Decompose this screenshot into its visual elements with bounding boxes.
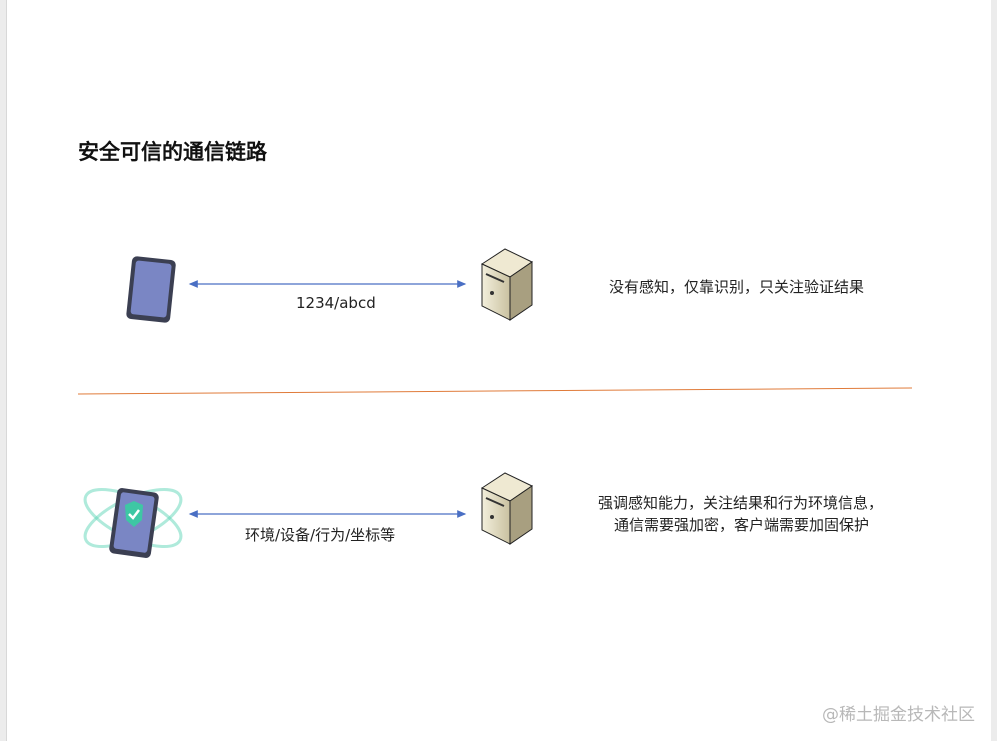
page-title: 安全可信的通信链路	[78, 139, 267, 164]
top-link-label: 1234/abcd	[296, 294, 376, 312]
phone-icon	[126, 256, 176, 323]
server-icon-bottom	[480, 472, 533, 545]
divider	[77, 387, 913, 395]
page	[6, 0, 991, 741]
bottom-description-line1: 强调感知能力，关注结果和行为环境信息，	[598, 494, 884, 512]
secure-phone-icon	[83, 488, 183, 558]
top-description: 没有感知，仅靠识别，只关注验证结果	[609, 278, 865, 296]
watermark: @稀土掘金技术社区	[822, 705, 975, 725]
bottom-link-label: 环境/设备/行为/坐标等	[245, 526, 396, 544]
server-icon-top	[480, 248, 533, 321]
bottom-description-line2: 通信需要强加密，客户端需要加固保护	[614, 516, 870, 534]
